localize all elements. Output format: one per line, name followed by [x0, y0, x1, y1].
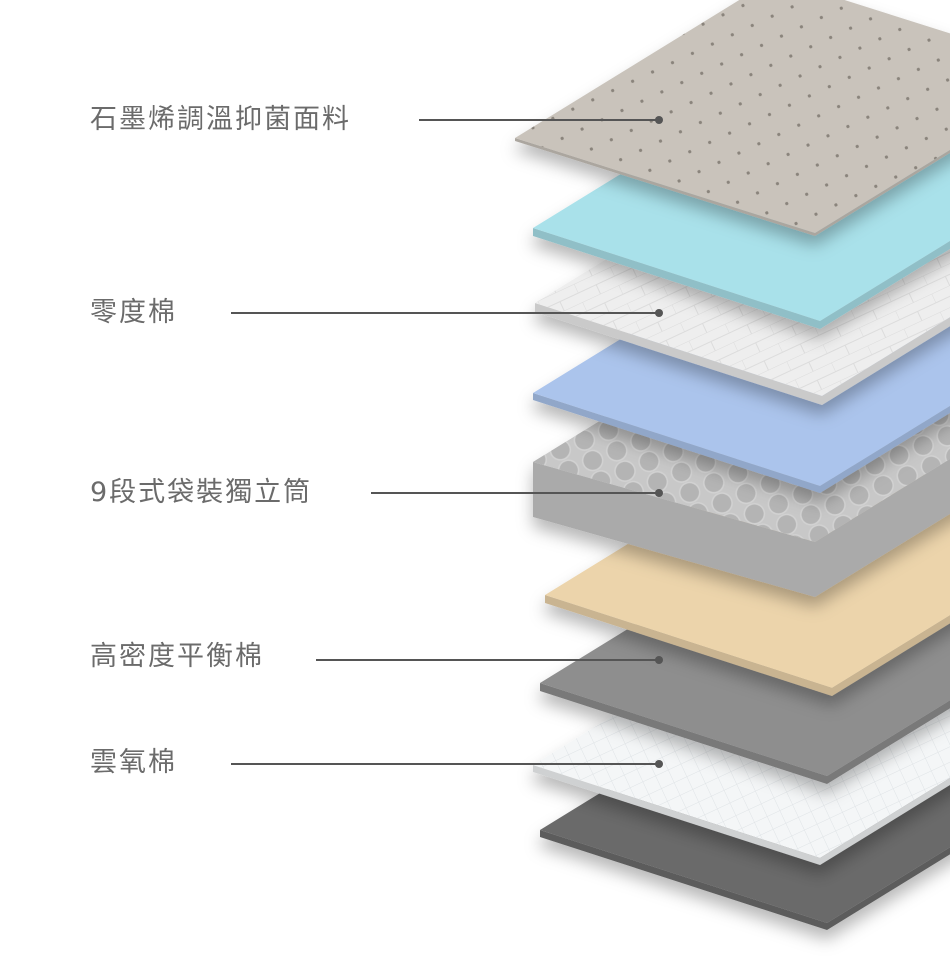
leader-dot — [655, 489, 663, 497]
leader-line-2 — [371, 489, 663, 497]
label-pocket-springs: 9段式袋裝獨立筒 — [90, 477, 313, 508]
label-high-density-foam: 高密度平衡棉 — [90, 641, 264, 672]
label-zero-degree-foam: 零度棉 — [90, 297, 177, 328]
layer-texture — [515, 0, 950, 233]
leader-dot — [655, 309, 663, 317]
leader-dot — [655, 656, 663, 664]
leader-line-0 — [419, 116, 663, 124]
leader-line-1 — [231, 309, 663, 317]
leader-dot — [655, 116, 663, 124]
leader-line-3 — [316, 656, 663, 664]
label-oxygen-foam: 雲氧棉 — [90, 747, 177, 778]
graphene-fabric-layer — [515, 0, 950, 236]
label-graphene-fabric: 石墨烯調溫抑菌面料 — [90, 104, 351, 135]
leader-dot — [655, 760, 663, 768]
leader-line-4 — [231, 760, 663, 768]
